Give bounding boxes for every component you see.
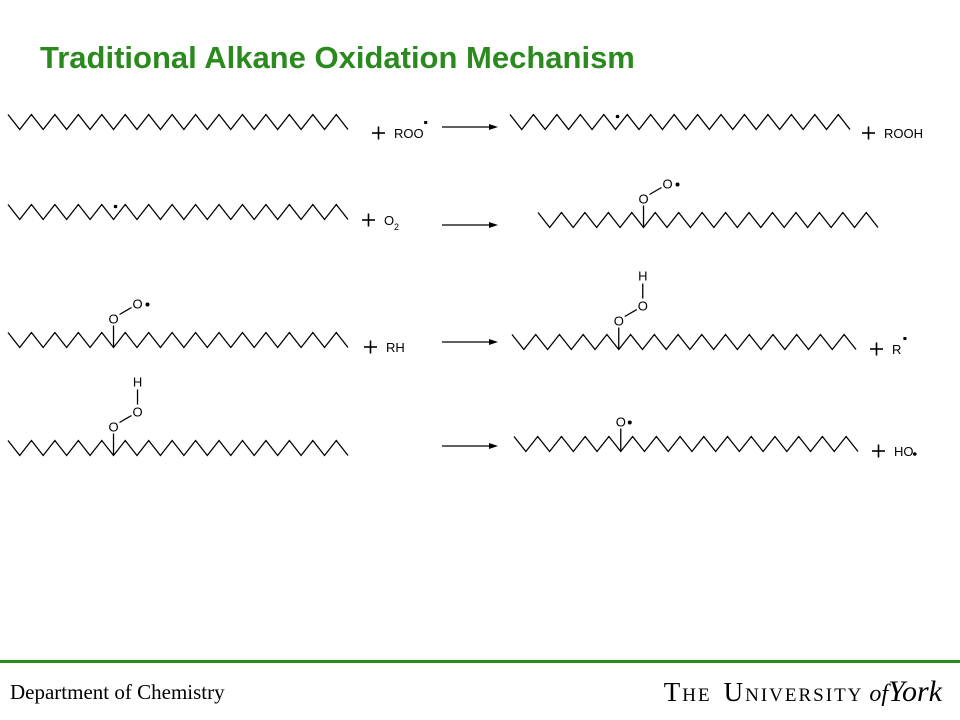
carbon-chain [537, 211, 879, 229]
carbon-chain [509, 113, 851, 131]
logo-word-york: York [888, 675, 942, 708]
oxygen-atom: O [638, 299, 648, 314]
molecule-peroxy-radical: OO [7, 297, 349, 349]
oxygen-atom: O [132, 405, 142, 420]
reagent-label: ROOH [884, 126, 923, 141]
molecule-hydroperoxide: OOH [511, 269, 857, 351]
university-logo: The University of York [664, 675, 942, 709]
radical-dot [424, 121, 428, 124]
hydrogen-atom: H [638, 269, 647, 284]
reagent-ho: HO [872, 444, 917, 459]
arrow-head [489, 222, 498, 228]
reaction-arrow [442, 124, 498, 130]
reagent-label: HO [894, 444, 914, 459]
reagent-subscript: 2 [394, 222, 399, 232]
arrow-head [489, 339, 498, 345]
department-name: Department of Chemistry [10, 680, 225, 704]
logo-word-the: The [663, 677, 712, 707]
carbon-chain [7, 331, 349, 349]
oxygen-atom: O [132, 297, 142, 312]
hydrogen-atom: H [133, 375, 142, 390]
carbon-chain [513, 435, 859, 453]
reaction-arrow [442, 443, 498, 449]
radical-dot [145, 302, 150, 307]
slide-title: Traditional Alkane Oxidation Mechanism [40, 40, 635, 75]
logo-word-of: of [869, 681, 889, 707]
reagent-rh: RH [364, 340, 405, 355]
reagent-roo: ROO [372, 121, 428, 141]
logo-word-university: University [723, 677, 864, 707]
reagent-label: ROO [394, 126, 424, 141]
arrow-head [489, 443, 498, 449]
reagent-label: O [384, 213, 394, 228]
reagent-r: R [870, 337, 907, 357]
radical-dot [675, 182, 680, 187]
o-o-bond [119, 306, 132, 316]
reaction-arrow [442, 222, 498, 228]
radical-dot [615, 114, 620, 119]
molecule-alkoxy-radical: O [513, 415, 859, 453]
carbon-chain [7, 113, 349, 131]
radical-dot [913, 452, 917, 456]
oxygen-atom: O [616, 415, 626, 430]
footer-divider [0, 660, 960, 663]
arrow-head [489, 124, 498, 130]
oxygen-atom: O [638, 192, 648, 207]
molecule-alkyl-radical [7, 203, 349, 221]
carbon-chain [7, 439, 349, 457]
oxygen-atom: O [662, 177, 672, 192]
carbon-chain [511, 333, 857, 351]
molecule-alkyl-radical [509, 113, 851, 131]
radical-dot [627, 420, 632, 425]
radical-dot [113, 204, 118, 209]
o-o-bond [624, 308, 638, 318]
carbon-chain [7, 203, 349, 221]
reagent-rooh: ROOH [862, 126, 923, 141]
radical-dot [903, 337, 907, 340]
reaction-arrow [442, 339, 498, 345]
molecule-peroxy-radical: OO [537, 177, 879, 229]
molecule-hydroperoxide: OOH [7, 375, 349, 457]
o-o-bond [649, 186, 662, 196]
molecule-alkane [7, 113, 349, 131]
oxygen-atom: O [614, 314, 624, 329]
o-o-bond [119, 414, 132, 424]
oxygen-atom: O [108, 312, 118, 327]
reagent-label: RH [386, 340, 405, 355]
oxygen-atom: O [108, 420, 118, 435]
reagent-label: R [892, 342, 901, 357]
